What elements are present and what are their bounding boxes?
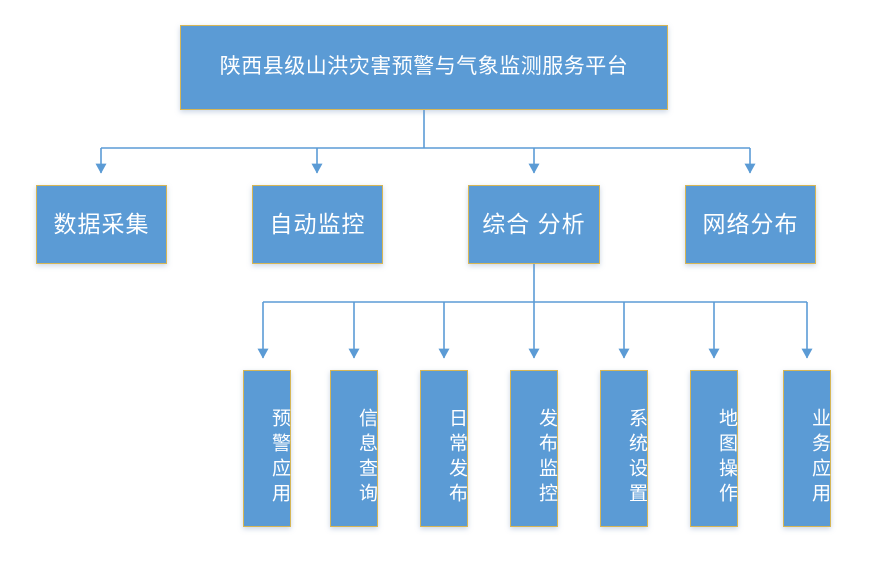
leaf-node-business-application[interactable]: 业务应用 — [783, 370, 831, 527]
leaf-node-release-monitoring[interactable]: 发布监控 — [510, 370, 558, 527]
branch-to-leaf-connectors — [257, 264, 813, 359]
branch-node-comprehensive-analysis[interactable]: 综合 分析 — [468, 185, 600, 264]
root-to-branch-connectors — [95, 110, 756, 174]
branch-node-network-distribution[interactable]: 网络分布 — [685, 185, 816, 264]
leaf-node-system-settings[interactable]: 系统设置 — [600, 370, 648, 527]
root-node-platform[interactable]: 陕西县级山洪灾害预警与气象监测服务平台 — [180, 25, 668, 110]
leaf-node-map-operation[interactable]: 地图操作 — [690, 370, 738, 527]
leaf-node-warning-application[interactable]: 预警应用 — [243, 370, 291, 527]
leaf-node-daily-release[interactable]: 日常发布 — [420, 370, 468, 527]
branch-node-auto-monitoring[interactable]: 自动监控 — [252, 185, 383, 264]
leaf-node-information-query[interactable]: 信息查询 — [330, 370, 378, 527]
branch-node-data-collection[interactable]: 数据采集 — [36, 185, 167, 264]
